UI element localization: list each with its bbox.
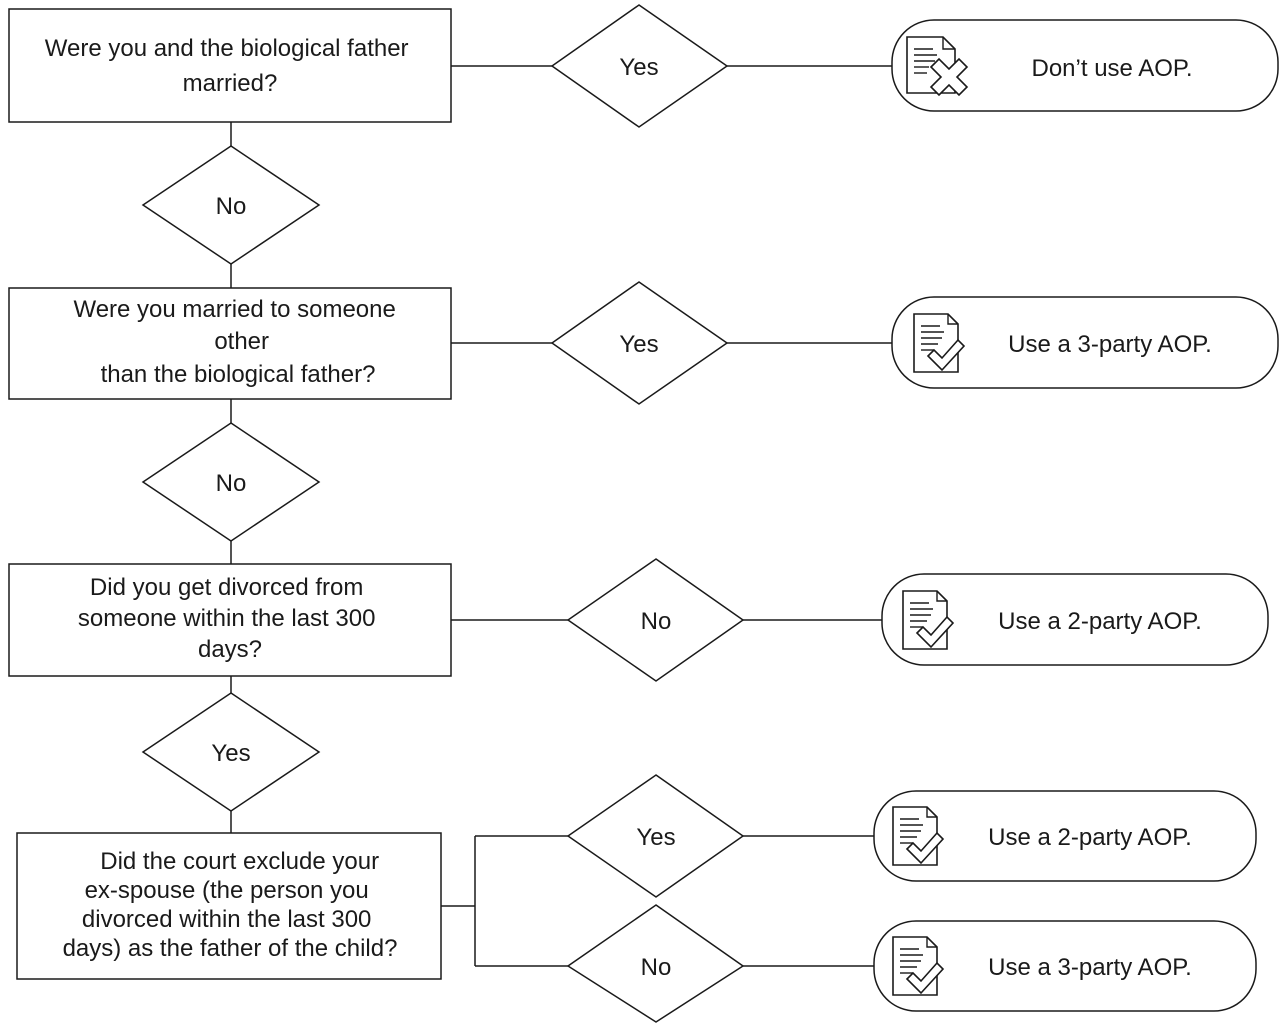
connectors <box>230 65 892 967</box>
question-2-line: other <box>214 328 269 355</box>
result-4: Use a 2-party AOP. <box>873 790 1257 882</box>
decision-label: No <box>641 954 672 981</box>
decision-diamond-6: Yes <box>141 692 321 812</box>
decision-label: No <box>641 608 672 635</box>
result-5-text: Use a 3-party AOP. <box>988 954 1192 981</box>
document-check-icon <box>892 936 945 996</box>
question-2-line: Were you married to someone <box>73 296 395 323</box>
question-box-3: Did you get divorced from someone within… <box>8 563 452 677</box>
decision-diamond-2: No <box>141 145 321 265</box>
result-2: Use a 3-party AOP. <box>891 296 1279 389</box>
decision-diamond-1: Yes <box>550 4 729 128</box>
question-box-2: Were you married to someone other than t… <box>8 287 452 400</box>
decision-label: Yes <box>619 54 658 81</box>
result-1: Don’t use AOP. <box>891 19 1279 112</box>
document-check-icon <box>913 313 966 373</box>
question-2-text: Were you married to someone other than t… <box>73 296 402 388</box>
question-3-line: days? <box>198 636 262 663</box>
document-x-icon <box>906 36 969 97</box>
decision-diamond-3: Yes <box>550 281 729 405</box>
question-4-line: ex-spouse (the person you <box>85 877 369 904</box>
decision-diamond-5: No <box>566 558 745 682</box>
result-4-text: Use a 2-party AOP. <box>988 824 1192 851</box>
question-2-line: than the biological father? <box>101 361 376 388</box>
question-1-line: Were you and the biological father <box>45 35 409 62</box>
question-4-text: Did the court exclude your ex-spouse (th… <box>63 848 398 962</box>
result-2-text: Use a 3-party AOP. <box>1008 331 1212 358</box>
result-5: Use a 3-party AOP. <box>873 920 1257 1012</box>
question-3-line: Did you get divorced from <box>90 574 363 601</box>
question-1-line: married? <box>183 70 278 97</box>
decision-diamond-8: No <box>566 904 745 1023</box>
question-1-text: Were you and the biological father marri… <box>45 35 415 97</box>
decision-label: Yes <box>619 331 658 358</box>
question-4-line: Did the court exclude your <box>100 848 379 875</box>
document-check-icon <box>892 806 945 866</box>
question-3-text: Did you get divorced from someone within… <box>78 574 382 663</box>
question-box-1: Were you and the biological father marri… <box>8 8 452 123</box>
question-4-line: divorced within the last 300 <box>82 906 372 933</box>
result-3: Use a 2-party AOP. <box>881 573 1269 666</box>
result-1-text: Don’t use AOP. <box>1032 55 1193 82</box>
decision-label: Yes <box>636 824 675 851</box>
decision-label: No <box>216 470 247 497</box>
document-check-icon <box>902 590 955 650</box>
decision-diamond-4: No <box>141 422 321 542</box>
decision-label: No <box>216 193 247 220</box>
result-3-text: Use a 2-party AOP. <box>998 608 1202 635</box>
decision-label: Yes <box>211 740 250 767</box>
decision-diamond-7: Yes <box>566 774 745 898</box>
question-4-line: days) as the father of the child? <box>63 935 398 962</box>
question-3-line: someone within the last 300 <box>78 605 376 632</box>
question-box-4: Did the court exclude your ex-spouse (th… <box>16 832 442 980</box>
